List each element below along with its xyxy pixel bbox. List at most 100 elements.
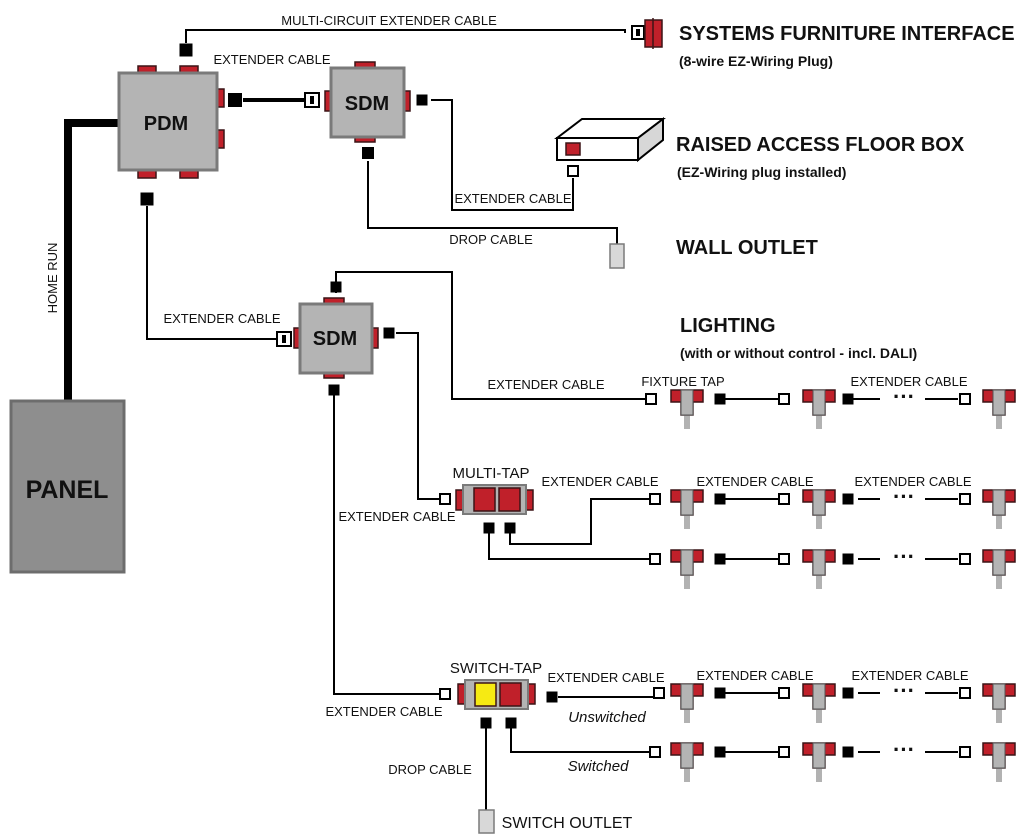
male-connector bbox=[842, 746, 854, 758]
female-connector bbox=[778, 687, 790, 699]
fixture-tap-icon bbox=[802, 389, 836, 429]
multi-tap-label: MULTI-TAP bbox=[453, 465, 530, 482]
male-connector bbox=[228, 93, 242, 107]
male-connector bbox=[330, 281, 342, 293]
panel[interactable]: PANEL bbox=[9, 399, 126, 574]
ellipsis: ··· bbox=[893, 737, 915, 762]
extender-cable-label: EXTENDER CABLE bbox=[487, 377, 604, 392]
labels: MULTI-CIRCUIT EXTENDER CABLE EXTENDER CA… bbox=[45, 13, 1015, 832]
male-connector bbox=[483, 522, 495, 534]
extender-cable-label: EXTENDER CABLE bbox=[696, 668, 813, 683]
sdm-upper-label: SDM bbox=[345, 93, 389, 115]
extender-cable-label: EXTENDER CABLE bbox=[850, 374, 967, 389]
female-connector bbox=[567, 165, 579, 177]
switchtap-switched-cable bbox=[510, 723, 652, 753]
female-connector bbox=[649, 553, 661, 565]
fixture-tap-icon bbox=[802, 742, 836, 782]
extender-cable-label: EXTENDER CABLE bbox=[541, 474, 658, 489]
male-connector bbox=[714, 553, 726, 565]
fixture-tap-icon bbox=[982, 742, 1016, 782]
fixture-tap-icon bbox=[802, 683, 836, 723]
fixture-tap-icon bbox=[670, 742, 704, 782]
extender-cable-label: EXTENDER CABLE bbox=[854, 474, 971, 489]
switch-tap[interactable]: SWITCH-TAP bbox=[450, 660, 542, 710]
male-connector bbox=[546, 691, 558, 703]
multitap-out1-cable bbox=[509, 498, 652, 545]
fixture-tap-icon bbox=[982, 489, 1016, 529]
pdm-label: PDM bbox=[144, 113, 188, 135]
extender-cable-label: EXTENDER CABLE bbox=[547, 670, 664, 685]
female-connector bbox=[778, 393, 790, 405]
male-connector bbox=[714, 393, 726, 405]
sdm2-switchtap-cable bbox=[333, 394, 440, 695]
fixture-tap-icon bbox=[670, 489, 704, 529]
female-connector bbox=[439, 688, 451, 700]
panel-label: PANEL bbox=[26, 476, 109, 504]
extender-cable-label: EXTENDER CABLE bbox=[213, 52, 330, 67]
female-connector-pin bbox=[310, 96, 314, 104]
wall-outlet-title: WALL OUTLET bbox=[676, 237, 818, 259]
switch-outlet-label: SWITCH OUTLET bbox=[502, 815, 633, 832]
fixture-tap-icon bbox=[802, 489, 836, 529]
female-connector-pin bbox=[282, 335, 286, 343]
female-connector bbox=[778, 553, 790, 565]
female-connector bbox=[439, 493, 451, 505]
extender-cable-label: EXTENDER CABLE bbox=[454, 191, 571, 206]
female-connector bbox=[645, 393, 657, 405]
sdm-module-upper[interactable]: SDM bbox=[324, 61, 411, 143]
drop-cable-label: DROP CABLE bbox=[449, 232, 533, 247]
sdm-module-lower[interactable]: SDM bbox=[293, 297, 379, 379]
switch-tap-label: SWITCH-TAP bbox=[450, 660, 542, 677]
male-connector bbox=[179, 43, 193, 57]
extender-cable-label: EXTENDER CABLE bbox=[325, 704, 442, 719]
raised-floor-subtitle: (EZ-Wiring plug installed) bbox=[677, 164, 846, 180]
male-connector bbox=[362, 147, 374, 159]
switch-tap-yellow-port bbox=[474, 682, 497, 707]
male-connector bbox=[714, 746, 726, 758]
drop-cable-label: DROP CABLE bbox=[388, 762, 472, 777]
ellipsis: ··· bbox=[893, 484, 915, 509]
ellipsis: ··· bbox=[893, 384, 915, 409]
home-run-cable bbox=[64, 119, 119, 405]
female-connector bbox=[959, 687, 971, 699]
home-run-label: HOME RUN bbox=[45, 243, 60, 314]
fixture-tap-icon bbox=[670, 549, 704, 589]
female-connector bbox=[778, 746, 790, 758]
floor-box-icon bbox=[554, 116, 666, 163]
male-connector bbox=[842, 393, 854, 405]
sdm-floorbox-cable bbox=[431, 99, 574, 211]
female-connector bbox=[959, 393, 971, 405]
pdm-sdm2-cable bbox=[146, 206, 277, 340]
wall-outlet-icon bbox=[609, 243, 625, 269]
systems-furniture-subtitle: (8-wire EZ-Wiring Plug) bbox=[679, 53, 833, 69]
male-connector bbox=[842, 493, 854, 505]
male-connector bbox=[714, 687, 726, 699]
ellipsis: ··· bbox=[893, 678, 915, 703]
multi-tap[interactable]: MULTI-TAP bbox=[453, 465, 534, 515]
systems-furniture-plug-icon bbox=[631, 18, 663, 49]
fixture-tap-icon bbox=[670, 683, 704, 723]
extender-cable-label: EXTENDER CABLE bbox=[338, 509, 455, 524]
lighting-title: LIGHTING bbox=[680, 315, 776, 337]
extender-cable-label: EXTENDER CABLE bbox=[696, 474, 813, 489]
extender-cable-label: EXTENDER CABLE bbox=[163, 311, 280, 326]
raised-floor-title: RAISED ACCESS FLOOR BOX bbox=[676, 134, 965, 156]
male-connector bbox=[504, 522, 516, 534]
lighting-subtitle: (with or without control - incl. DALI) bbox=[680, 345, 917, 361]
systems-furniture-title: SYSTEMS FURNITURE INTERFACE bbox=[679, 23, 1015, 45]
extender-cable-label: EXTENDER CABLE bbox=[851, 668, 968, 683]
ellipsis: ··· bbox=[893, 544, 915, 569]
male-connector bbox=[505, 717, 517, 729]
switch-outlet-icon bbox=[478, 809, 495, 834]
fixture-tap-icon bbox=[802, 549, 836, 589]
female-connector bbox=[959, 553, 971, 565]
male-connector bbox=[842, 553, 854, 565]
fixture-tap-icon bbox=[670, 389, 704, 429]
female-connector bbox=[653, 687, 665, 699]
connectors bbox=[140, 43, 971, 758]
switched-label: Switched bbox=[568, 758, 630, 775]
female-connector bbox=[778, 493, 790, 505]
pdm-module[interactable]: PDM bbox=[117, 65, 225, 179]
sdm-lower-label: SDM bbox=[313, 328, 357, 350]
